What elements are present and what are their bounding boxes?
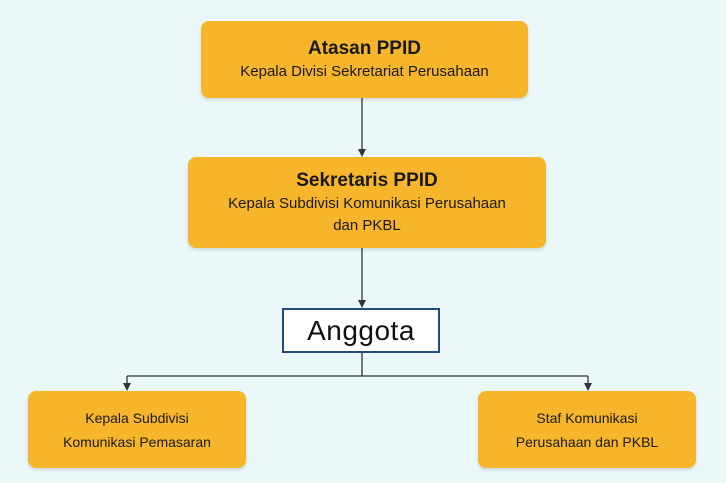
sekretaris-title: Sekretaris PPID (296, 169, 438, 191)
staf-line1: Staf Komunikasi (536, 409, 638, 426)
node-sekretaris-ppid: Sekretaris PPID Kepala Subdivisi Komunik… (188, 157, 546, 248)
node-kepala-subdivisi: Kepala Subdivisi Komunikasi Pemasaran (28, 391, 246, 468)
sekretaris-subtitle-line1: Kepala Subdivisi Komunikasi Perusahaan (228, 194, 506, 212)
kepala-subdivisi-line1: Kepala Subdivisi (85, 409, 189, 426)
atasan-subtitle: Kepala Divisi Sekretariat Perusahaan (240, 62, 489, 80)
node-staf-komunikasi: Staf Komunikasi Perusahaan dan PKBL (478, 391, 696, 468)
kepala-subdivisi-line2: Komunikasi Pemasaran (63, 433, 211, 450)
staf-line2: Perusahaan dan PKBL (515, 433, 659, 450)
node-atasan-ppid: Atasan PPID Kepala Divisi Sekretariat Pe… (201, 21, 528, 98)
sekretaris-subtitle-line2: dan PKBL (333, 216, 401, 234)
node-anggota: Anggota (282, 308, 440, 353)
atasan-title: Atasan PPID (308, 37, 421, 59)
